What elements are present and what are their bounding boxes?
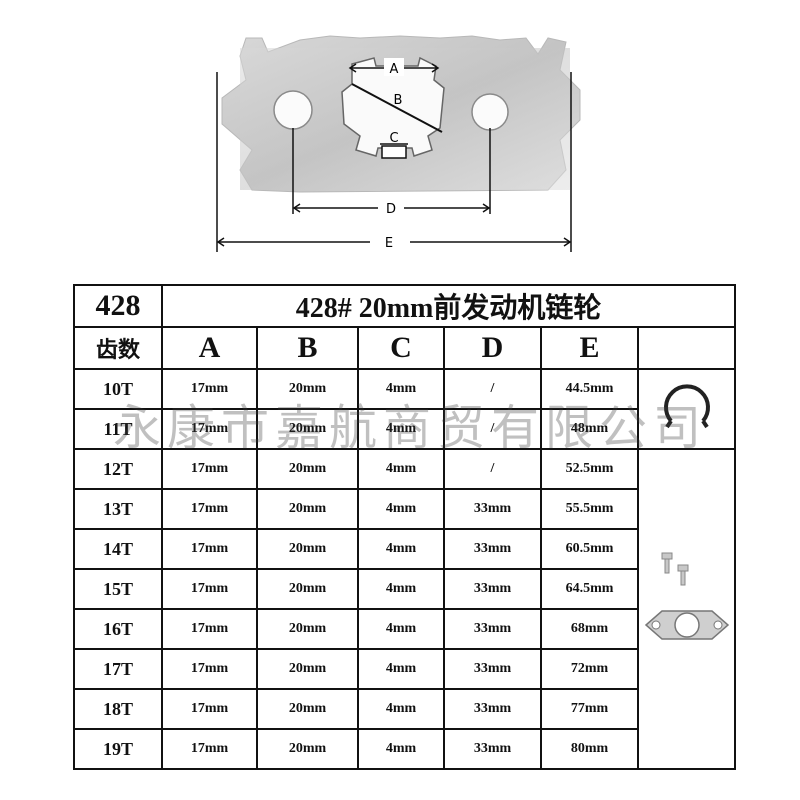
dimension-c-cell: 4mm bbox=[357, 568, 445, 610]
dimension-e bbox=[216, 72, 572, 252]
dimension-d-cell: 33mm bbox=[443, 568, 542, 610]
circlip-image-cell bbox=[636, 368, 737, 450]
retainer-plate-image-cell bbox=[636, 448, 737, 770]
dimension-c-cell: 4mm bbox=[357, 608, 445, 650]
dimension-e-cell: 48mm bbox=[540, 408, 639, 450]
label-c: C bbox=[389, 131, 398, 146]
dimension-a-cell: 17mm bbox=[161, 728, 258, 770]
dimension-a-cell: 17mm bbox=[161, 608, 258, 650]
dimension-c-cell: 4mm bbox=[357, 728, 445, 770]
teeth-count-cell: 12T bbox=[73, 448, 163, 490]
dimension-d-cell: 33mm bbox=[443, 648, 542, 690]
dimension-a-cell: 17mm bbox=[161, 688, 258, 730]
dimension-d-cell: / bbox=[443, 368, 542, 410]
teeth-count-cell: 13T bbox=[73, 488, 163, 530]
column-header-a: A bbox=[161, 326, 258, 370]
dimension-d-cell: / bbox=[443, 408, 542, 450]
dimension-c-cell: 4mm bbox=[357, 408, 445, 450]
teeth-count-cell: 11T bbox=[73, 408, 163, 450]
accessory-header-cell bbox=[636, 326, 737, 370]
column-header-b: B bbox=[256, 326, 359, 370]
teeth-count-cell: 16T bbox=[73, 608, 163, 650]
teeth-count-cell: 17T bbox=[73, 648, 163, 690]
dimension-b-cell: 20mm bbox=[256, 568, 359, 610]
sprocket-diagram: A B C D E bbox=[216, 35, 581, 252]
dimension-d bbox=[292, 128, 491, 214]
dimension-d-cell: 33mm bbox=[443, 728, 542, 770]
column-header-d: D bbox=[443, 326, 542, 370]
dimension-e-cell: 72mm bbox=[540, 648, 639, 690]
label-a: A bbox=[390, 62, 399, 77]
spline-bore bbox=[341, 56, 445, 157]
dimension-e-cell: 55.5mm bbox=[540, 488, 639, 530]
dimension-e-cell: 60.5mm bbox=[540, 528, 639, 570]
teeth-count-cell: 18T bbox=[73, 688, 163, 730]
label-d: D bbox=[386, 202, 396, 217]
dimension-c-cell: 4mm bbox=[357, 648, 445, 690]
dimension-a-cell: 17mm bbox=[161, 648, 258, 690]
dimension-b-cell: 20mm bbox=[256, 648, 359, 690]
dimension-e-cell: 77mm bbox=[540, 688, 639, 730]
bolt-hole-right bbox=[471, 93, 509, 131]
column-header-c: C bbox=[357, 326, 445, 370]
teeth-count-cell: 19T bbox=[73, 728, 163, 770]
dimension-d-cell: 33mm bbox=[443, 608, 542, 650]
dimension-e-cell: 44.5mm bbox=[540, 368, 639, 410]
dimension-c-cell: 4mm bbox=[357, 488, 445, 530]
dimension-b-cell: 20mm bbox=[256, 488, 359, 530]
label-e: E bbox=[385, 236, 393, 251]
dimension-b-cell: 20mm bbox=[256, 448, 359, 490]
teeth-count-cell: 14T bbox=[73, 528, 163, 570]
retainer-plate-with-bolts-icon bbox=[644, 552, 729, 640]
column-header-e: E bbox=[540, 326, 639, 370]
dimension-e-cell: 68mm bbox=[540, 608, 639, 650]
table-title-row: 428 428# 20mm前发动机链轮 bbox=[73, 284, 737, 328]
dimension-b-cell: 20mm bbox=[256, 408, 359, 450]
table-header-row: 齿数 A B C D E bbox=[73, 326, 737, 370]
dimension-c-cell: 4mm bbox=[357, 688, 445, 730]
dimension-c-cell: 4mm bbox=[357, 528, 445, 570]
dimension-d-cell: / bbox=[443, 448, 542, 490]
dimension-b-cell: 20mm bbox=[256, 728, 359, 770]
dimension-b bbox=[351, 83, 443, 133]
dimension-d-cell: 33mm bbox=[443, 488, 542, 530]
model-number: 428 bbox=[73, 284, 163, 328]
dimension-e-cell: 80mm bbox=[540, 728, 639, 770]
table-title: 428# 20mm前发动机链轮 bbox=[160, 284, 737, 328]
dimension-a-cell: 17mm bbox=[161, 368, 258, 410]
dimension-b-cell: 20mm bbox=[256, 688, 359, 730]
label-b: B bbox=[394, 93, 403, 108]
circlip-icon bbox=[663, 383, 710, 428]
dimension-e-cell: 52.5mm bbox=[540, 448, 639, 490]
dimension-d-cell: 33mm bbox=[443, 688, 542, 730]
dimension-a-cell: 17mm bbox=[161, 408, 258, 450]
bolt-hole-left bbox=[273, 90, 313, 130]
dimension-a-cell: 17mm bbox=[161, 448, 258, 490]
dimension-e-cell: 64.5mm bbox=[540, 568, 639, 610]
dimension-c-cell: 4mm bbox=[357, 368, 445, 410]
dimension-a-cell: 17mm bbox=[161, 568, 258, 610]
dimension-a-cell: 17mm bbox=[161, 488, 258, 530]
teeth-count-header: 齿数 bbox=[73, 326, 163, 370]
key-notch bbox=[381, 145, 407, 159]
dimension-b-cell: 20mm bbox=[256, 528, 359, 570]
dimension-d-cell: 33mm bbox=[443, 528, 542, 570]
dimension-c-cell: 4mm bbox=[357, 448, 445, 490]
dimension-b-cell: 20mm bbox=[256, 608, 359, 650]
dimension-a-cell: 17mm bbox=[161, 528, 258, 570]
dimension-b-cell: 20mm bbox=[256, 368, 359, 410]
teeth-count-cell: 15T bbox=[73, 568, 163, 610]
teeth-count-cell: 10T bbox=[73, 368, 163, 410]
